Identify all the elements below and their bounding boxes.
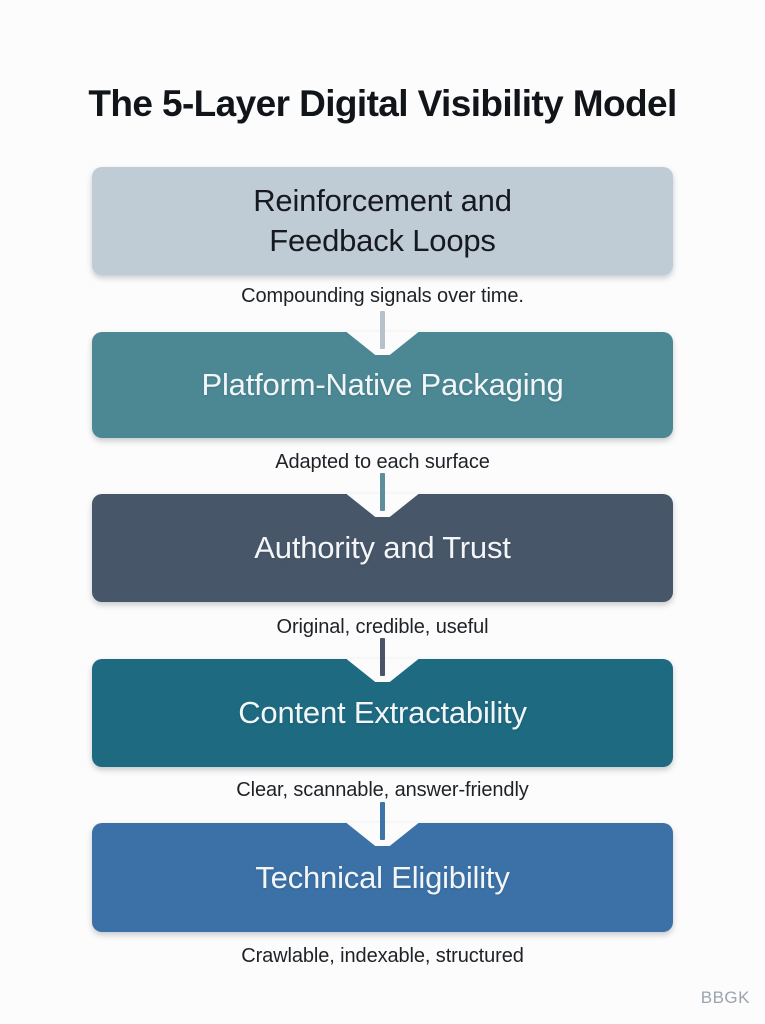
connector-line — [380, 311, 385, 349]
layer-label: Content Extractability — [238, 693, 527, 733]
watermark: BBGK — [700, 988, 750, 1007]
connector-line — [380, 473, 385, 511]
layer-caption: Compounding signals over time. — [241, 285, 524, 307]
layer-label: Platform-Native Packaging — [202, 365, 564, 405]
layer-caption: Clear, scannable, answer-friendly — [236, 779, 529, 801]
layer-box-platform-native-packaging: Platform-Native Packaging — [92, 311, 673, 438]
layer-label-line: Reinforcement and — [253, 183, 512, 219]
page-title: The 5-Layer Digital Visibility Model — [88, 83, 677, 124]
layer-label: Authority and Trust — [254, 528, 511, 568]
layer-caption: Crawlable, indexable, structured — [241, 945, 524, 967]
connector-line — [380, 802, 385, 840]
layer-label-line: Platform-Native Packaging — [201, 367, 564, 403]
layer-caption: Original, credible, useful — [276, 616, 489, 638]
layer-label-line: Technical Eligibility — [255, 859, 510, 895]
layer-label-line: Authority and Trust — [254, 530, 511, 566]
layer-box-technical-eligibility: Technical Eligibility — [92, 802, 673, 932]
layer-label: Technical Eligibility — [255, 858, 509, 898]
layer-box-content-extractability: Content Extractability — [92, 638, 673, 767]
layer-label-line: Feedback Loops — [269, 223, 496, 258]
layer-caption: Adapted to each surface — [275, 451, 490, 473]
connector-line — [380, 638, 385, 676]
layer-label-line: Content Extractability — [238, 695, 527, 731]
layer-box-authority-and-trust: Authority and Trust — [92, 473, 673, 602]
